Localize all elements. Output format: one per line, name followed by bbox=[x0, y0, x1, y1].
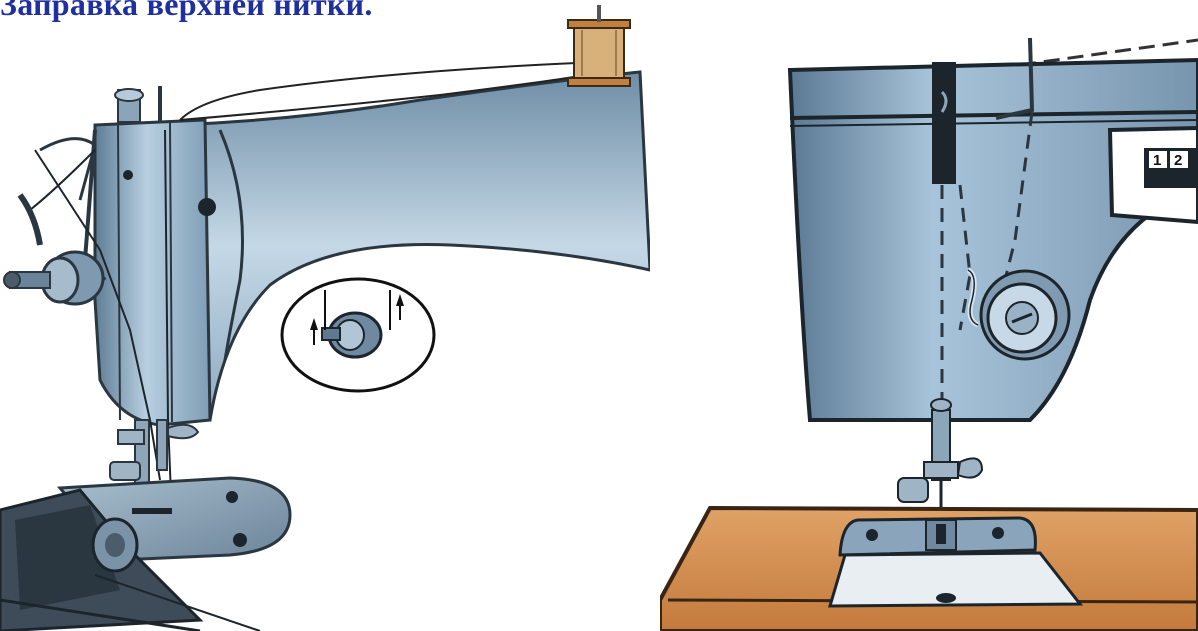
inset-bobbin-detail bbox=[282, 279, 434, 391]
presser-foot-icon bbox=[926, 520, 956, 550]
right-illustration: 1 2 bbox=[660, 0, 1198, 631]
dial-digit-1: 1 bbox=[1153, 152, 1161, 169]
machine-head bbox=[95, 120, 210, 425]
thread-spool-icon bbox=[568, 5, 630, 86]
left-illustration bbox=[0, 0, 650, 631]
stitch-dial: 1 2 bbox=[1110, 128, 1198, 222]
tension-disc-icon bbox=[4, 252, 103, 304]
bobbin-case-icon bbox=[93, 519, 137, 571]
dial-digit-2: 2 bbox=[1174, 152, 1182, 169]
tension-disc-icon bbox=[981, 271, 1069, 359]
